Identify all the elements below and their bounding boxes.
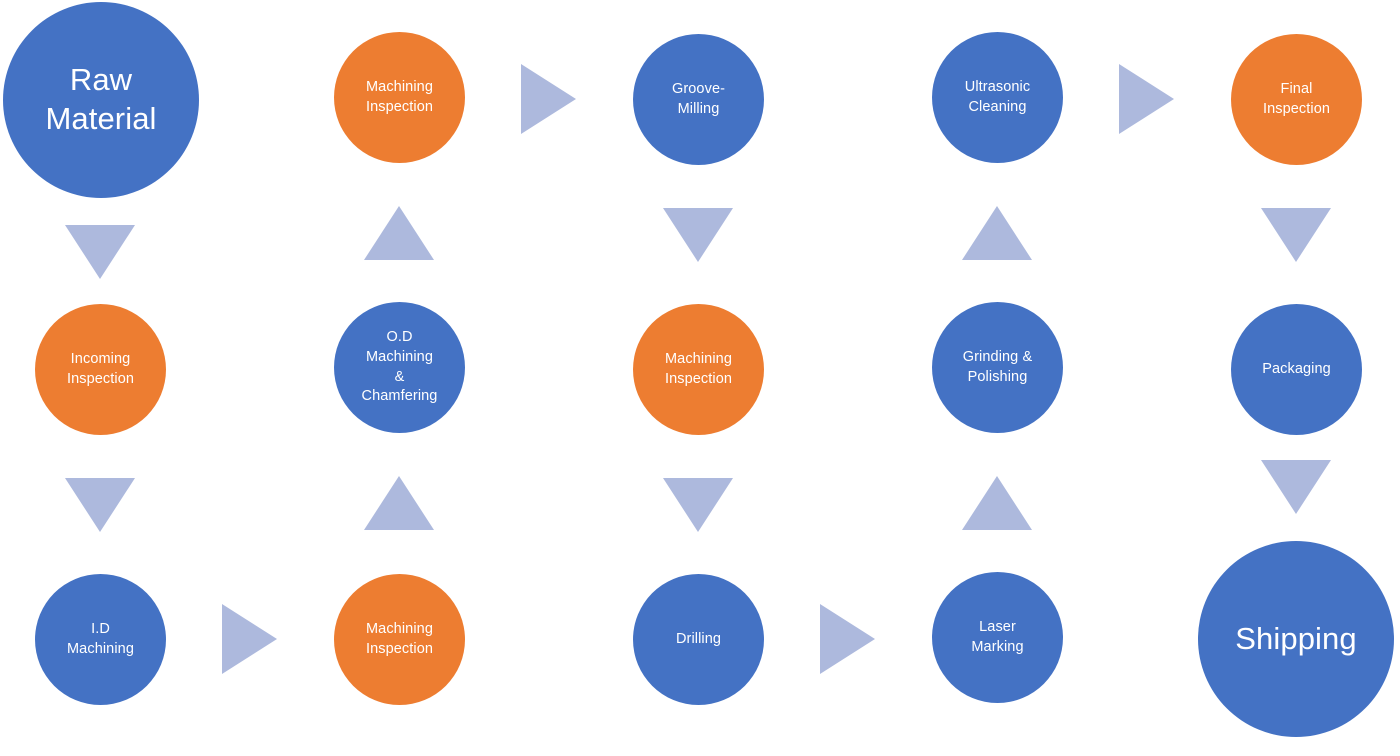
node-label: Groove- Milling (671, 80, 726, 117)
node-label: Shipping (1235, 620, 1357, 656)
node-label: Packaging (1262, 360, 1331, 377)
arrow-up-icon (962, 206, 1032, 260)
arrow-up-icon (364, 476, 434, 530)
node-label: Raw Material (45, 62, 157, 136)
node-ultrasonic-cleaning: Ultrasonic Cleaning (932, 32, 1063, 163)
node-label: I.D Machining (67, 620, 134, 657)
arrow-down-icon (663, 478, 733, 532)
node-shipping: Shipping (1198, 541, 1394, 737)
node-label: Machining Inspection (365, 78, 434, 115)
node-final-inspection: Final Inspection (1231, 34, 1362, 165)
node-grinding-polishing: Grinding & Polishing (932, 302, 1063, 433)
node-raw-material: Raw Material (3, 2, 199, 198)
node-laser-marking: Laser Marking (932, 572, 1063, 703)
node-packaging: Packaging (1231, 304, 1362, 435)
node-label: Ultrasonic Cleaning (964, 78, 1031, 115)
node-label: Final Inspection (1262, 80, 1331, 117)
node-drilling: Drilling (633, 574, 764, 705)
node-id-machining: I.D Machining (35, 574, 166, 705)
node-incoming-inspection: Incoming Inspection (35, 304, 166, 435)
node-groove-milling: Groove- Milling (633, 34, 764, 165)
node-od-machining-chamfering: O.D Machining & Chamfering (334, 302, 465, 433)
arrow-right-icon (521, 64, 576, 134)
arrow-down-icon (1261, 208, 1331, 262)
node-machining-inspection-1: Machining Inspection (334, 574, 465, 705)
node-label: Drilling (675, 630, 722, 647)
node-machining-inspection-2: Machining Inspection (334, 32, 465, 163)
node-label: Grinding & Polishing (962, 348, 1033, 385)
node-label: Laser Marking (971, 618, 1024, 655)
arrow-up-icon (962, 476, 1032, 530)
node-label: O.D Machining & Chamfering (361, 329, 438, 405)
node-machining-inspection-3: Machining Inspection (633, 304, 764, 435)
arrow-right-icon (1119, 64, 1174, 134)
arrow-down-icon (1261, 460, 1331, 514)
arrow-right-icon (820, 604, 875, 674)
node-label: Machining Inspection (664, 350, 733, 387)
arrow-down-icon (65, 478, 135, 532)
arrow-down-icon (663, 208, 733, 262)
arrow-down-icon (65, 225, 135, 279)
node-label: Machining Inspection (365, 620, 434, 657)
arrow-right-icon (222, 604, 277, 674)
arrow-up-icon (364, 206, 434, 260)
node-label: Incoming Inspection (66, 350, 135, 387)
